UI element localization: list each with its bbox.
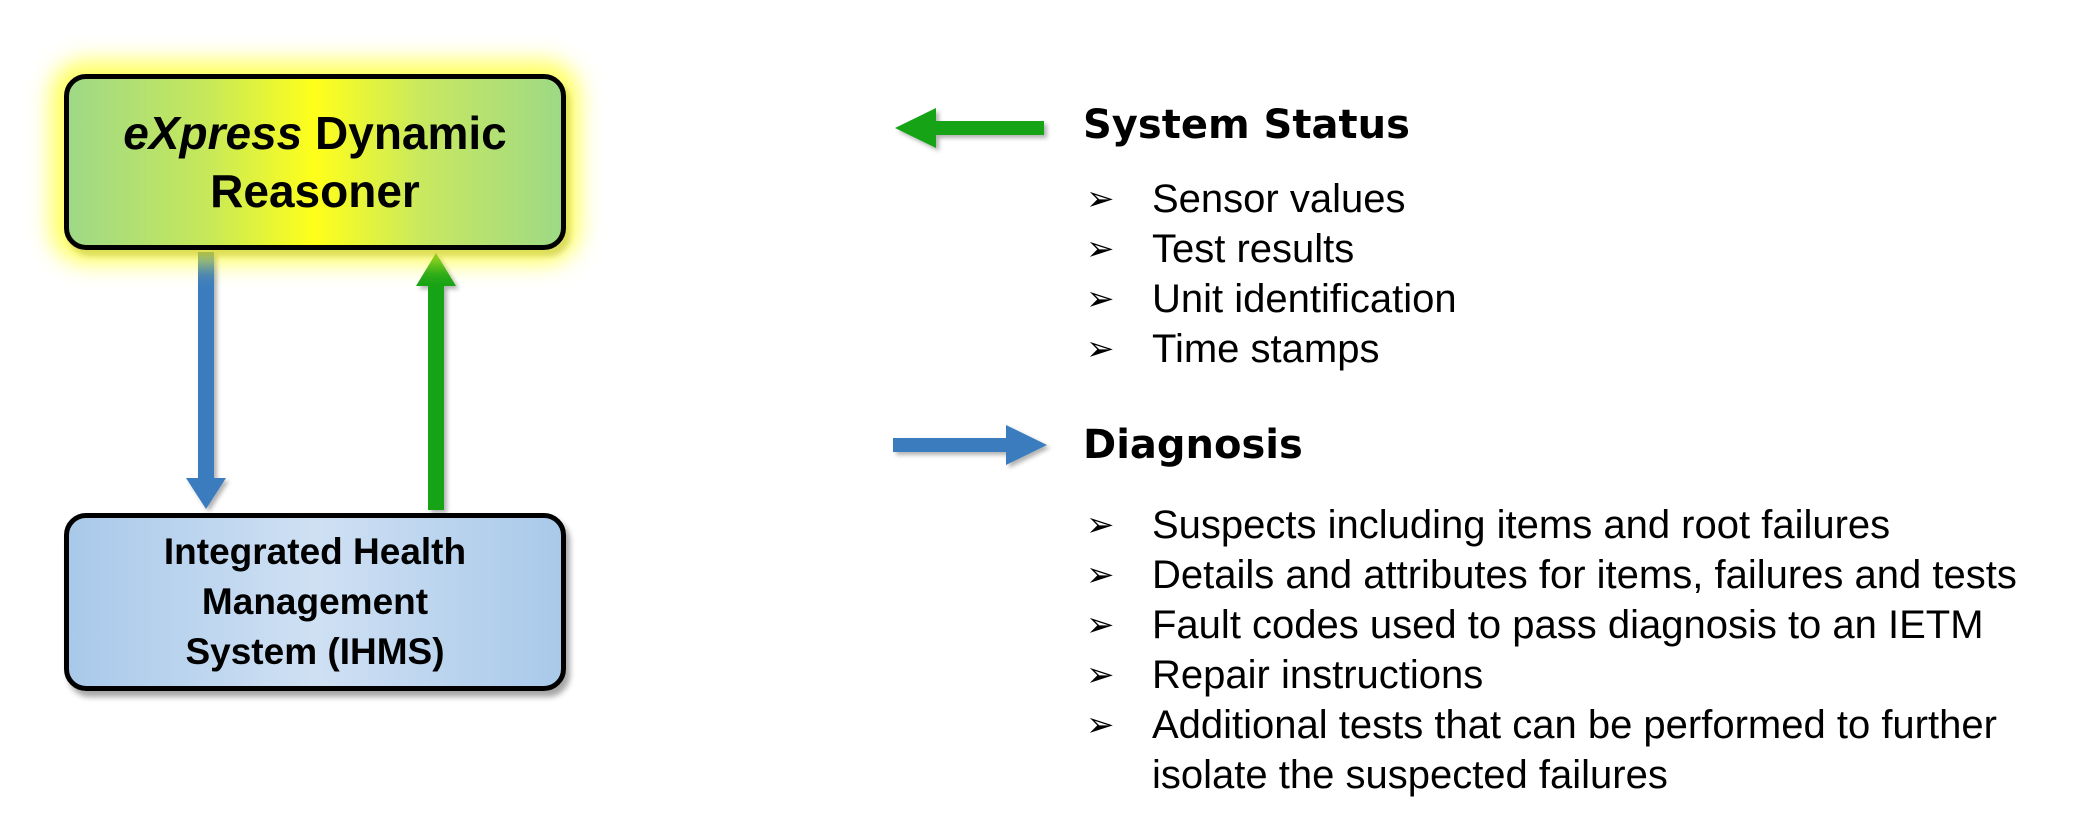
- system-status-list: ➢Sensor values ➢Test results ➢Unit ident…: [1086, 174, 1457, 374]
- list-item: ➢Suspects including items and root failu…: [1086, 500, 2017, 550]
- reasoner-title-line2: Reasoner: [210, 165, 420, 217]
- ihms-line-2: Management: [201, 581, 429, 622]
- arrowhead-bullet-icon: ➢: [1086, 506, 1115, 544]
- arrowhead-bullet-icon: ➢: [1086, 230, 1115, 268]
- ihms-line-3: System (IHMS): [185, 631, 445, 672]
- system-status-heading: System Status: [1083, 102, 1410, 148]
- up-arrow-ihms-to-reasoner: [416, 253, 456, 510]
- reasoner-title-line1: eXpress Dynamic: [123, 104, 507, 162]
- list-item: ➢Details and attributes for items, failu…: [1086, 550, 2017, 600]
- ihms-line-1: Integrated Health: [163, 531, 467, 572]
- arrowhead-bullet-icon: ➢: [1086, 706, 1115, 744]
- reasoner-box: eXpress Dynamic Reasoner: [64, 74, 566, 250]
- list-item: ➢Sensor values: [1086, 174, 1457, 224]
- list-item-line-2: isolate the suspected failures: [1152, 753, 1668, 797]
- list-item: ➢Fault codes used to pass diagnosis to a…: [1086, 600, 2017, 650]
- reasoner-title-rest: Dynamic: [302, 107, 507, 159]
- down-arrow-reasoner-to-ihms: [186, 252, 226, 509]
- arrowhead-bullet-icon: ➢: [1086, 556, 1115, 594]
- arrowhead-bullet-icon: ➢: [1086, 656, 1115, 694]
- ihms-box: Integrated Health Management System (IHM…: [64, 513, 566, 691]
- arrowhead-bullet-icon: ➢: [1086, 180, 1115, 218]
- right-arrow-diagnosis: [893, 425, 1047, 465]
- arrowhead-bullet-icon: ➢: [1086, 280, 1115, 318]
- arrowhead-bullet-icon: ➢: [1086, 606, 1115, 644]
- reasoner-title-italic: eXpress: [123, 107, 303, 159]
- list-item: ➢Unit identification: [1086, 274, 1457, 324]
- diagnosis-list: ➢Suspects including items and root failu…: [1086, 500, 2017, 800]
- left-arrow-system-status: [895, 108, 1044, 148]
- arrowhead-bullet-icon: ➢: [1086, 330, 1115, 368]
- list-item: ➢ Additional tests that can be performed …: [1086, 700, 2017, 800]
- list-item: ➢Repair instructions: [1086, 650, 2017, 700]
- list-item: ➢Time stamps: [1086, 324, 1457, 374]
- list-item: ➢Test results: [1086, 224, 1457, 274]
- diagnosis-heading: Diagnosis: [1083, 422, 1303, 468]
- list-item-line-1: Additional tests that can be performed t…: [1152, 703, 1997, 747]
